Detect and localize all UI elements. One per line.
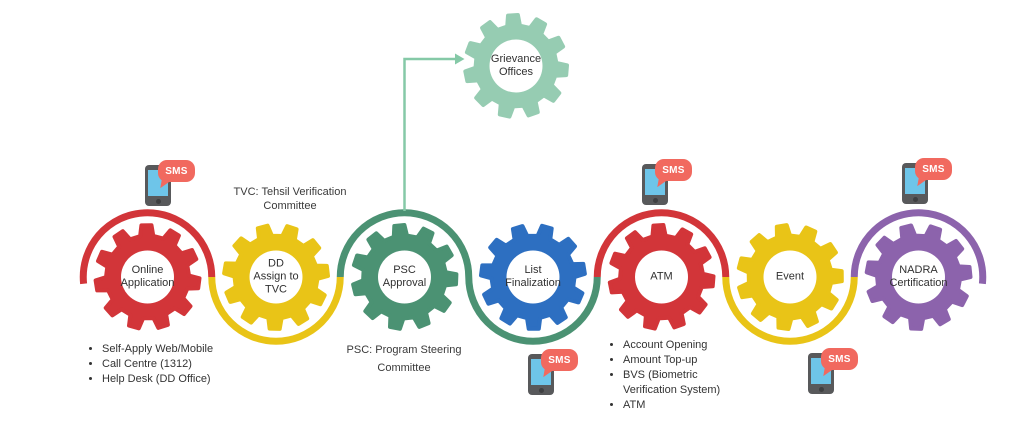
- gear-hub-grievance-offices: [489, 39, 543, 93]
- sms-bubble-label: SMS: [165, 165, 188, 177]
- wave-arc-event: [722, 276, 858, 345]
- sms-notification-nadra-certification: SMS: [902, 158, 954, 205]
- wave-arc-psc-approval: [336, 209, 473, 278]
- sms-bubble-label: SMS: [828, 353, 851, 365]
- tvc-note: TVC: Tehsil Verification Committee: [233, 186, 347, 212]
- bullet-item: ATM: [623, 398, 747, 413]
- wave-arc-list-finalization: [465, 276, 601, 345]
- wave-arc-online-application: [79, 209, 216, 285]
- psc-note: PSC: Program Steering Committee: [346, 344, 462, 374]
- wave-arc-dd-assign-to-tvc: [208, 276, 344, 345]
- sms-bubble-icon: SMS: [655, 159, 692, 189]
- grievance-arrow-head-icon: [455, 53, 465, 65]
- atm-bullets: Account Opening Amount Top-up BVS (Biome…: [607, 338, 747, 413]
- phone-home-button: [818, 387, 824, 392]
- sms-notification-online-application: SMS: [145, 160, 197, 207]
- bullet-item: Help Desk (DD Office): [102, 372, 252, 387]
- sms-bubble-icon: SMS: [541, 349, 578, 379]
- gear-hub-list-finalization: [506, 250, 560, 304]
- phone-home-button: [912, 197, 918, 202]
- sms-bubble-label: SMS: [922, 163, 945, 175]
- sms-notification-atm: SMS: [642, 159, 694, 206]
- bullet-item: Amount Top-up: [623, 353, 747, 368]
- phone-home-button: [155, 199, 161, 204]
- gear-hub-event: [763, 250, 817, 304]
- bullet-item: BVS (Biometric Verification System): [623, 368, 747, 398]
- gear-hub-atm: [635, 250, 688, 304]
- sms-bubble-icon: SMS: [915, 158, 952, 188]
- gear-hub-online-application: [121, 250, 174, 304]
- sms-bubble-tail: [543, 368, 554, 379]
- grievance-arrow-line: [403, 57, 455, 211]
- wave-arc-atm: [593, 209, 730, 278]
- sms-bubble-icon: SMS: [158, 160, 195, 190]
- gear-hub-nadra-certification: [892, 250, 945, 304]
- sms-bubble-icon: SMS: [821, 348, 858, 378]
- sms-bubble-tail: [160, 179, 171, 190]
- sms-bubble-label: SMS: [548, 354, 571, 366]
- bullet-item: Self-Apply Web/Mobile: [102, 342, 252, 357]
- sms-bubble-tail: [917, 177, 928, 188]
- sms-bubble-tail: [823, 367, 834, 378]
- phone-home-button: [652, 198, 658, 203]
- bullet-item: Account Opening: [623, 338, 747, 353]
- sms-bubble-tail: [657, 178, 668, 189]
- gear-hub-dd-assign-to-tvc: [249, 250, 303, 304]
- sms-notification-event: SMS: [808, 348, 860, 395]
- bullet-item: Call Centre (1312): [102, 357, 252, 372]
- phone-home-button: [538, 388, 544, 393]
- online-application-bullets: Self-Apply Web/Mobile Call Centre (1312)…: [86, 342, 252, 387]
- sms-bubble-label: SMS: [662, 164, 685, 176]
- wave-arc-nadra-certification: [850, 209, 987, 285]
- sms-notification-list-finalization: SMS: [528, 349, 580, 396]
- gear-hub-psc-approval: [378, 250, 431, 304]
